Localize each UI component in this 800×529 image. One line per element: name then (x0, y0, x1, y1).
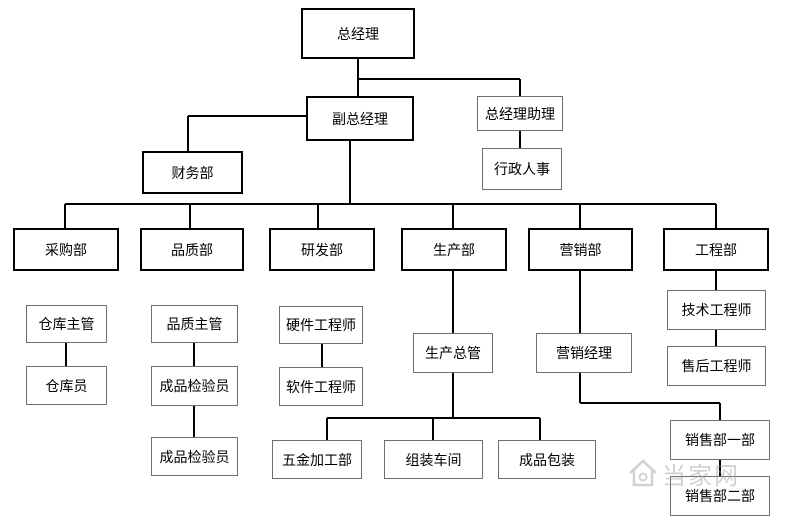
node-marketing-manager: 营销经理 (536, 333, 632, 373)
node-gm-assistant: 总经理助理 (477, 96, 563, 131)
node-production-manager: 生产总管 (413, 333, 493, 373)
watermark-text: 当家网 (662, 462, 740, 490)
node-product-packaging: 成品包装 (498, 440, 596, 479)
node-product-inspector-1: 成品检验员 (151, 366, 238, 406)
node-technical-engineer: 技术工程师 (667, 290, 766, 330)
watermark: 当家网 (626, 456, 786, 490)
node-software-engineer: 软件工程师 (279, 367, 363, 406)
node-quality-department: 品质部 (140, 228, 244, 271)
node-warehouse-clerk: 仓库员 (26, 366, 107, 405)
node-quality-supervisor: 品质主管 (151, 305, 238, 343)
node-warehouse-supervisor: 仓库主管 (26, 305, 107, 343)
node-deputy-general-manager: 副总经理 (306, 96, 414, 141)
node-purchasing-department: 采购部 (13, 228, 119, 271)
node-production-department: 生产部 (401, 228, 507, 271)
node-engineering-department: 工程部 (663, 228, 769, 271)
node-aftersales-engineer: 售后工程师 (667, 346, 766, 386)
node-hardware-engineer: 硬件工程师 (279, 306, 363, 344)
node-sales-dept-1: 销售部一部 (670, 420, 770, 460)
node-rnd-department: 研发部 (269, 228, 375, 271)
node-sales-dept-2: 销售部二部 (670, 476, 770, 516)
node-admin-hr: 行政人事 (482, 148, 562, 190)
node-marketing-department: 营销部 (528, 228, 633, 271)
node-finance-department: 财务部 (142, 151, 243, 194)
node-hardware-processing: 五金加工部 (272, 440, 362, 479)
node-assembly-workshop: 组装车间 (384, 440, 483, 479)
node-general-manager: 总经理 (301, 8, 415, 59)
house-logo-icon (629, 459, 657, 487)
node-product-inspector-2: 成品检验员 (151, 437, 238, 476)
